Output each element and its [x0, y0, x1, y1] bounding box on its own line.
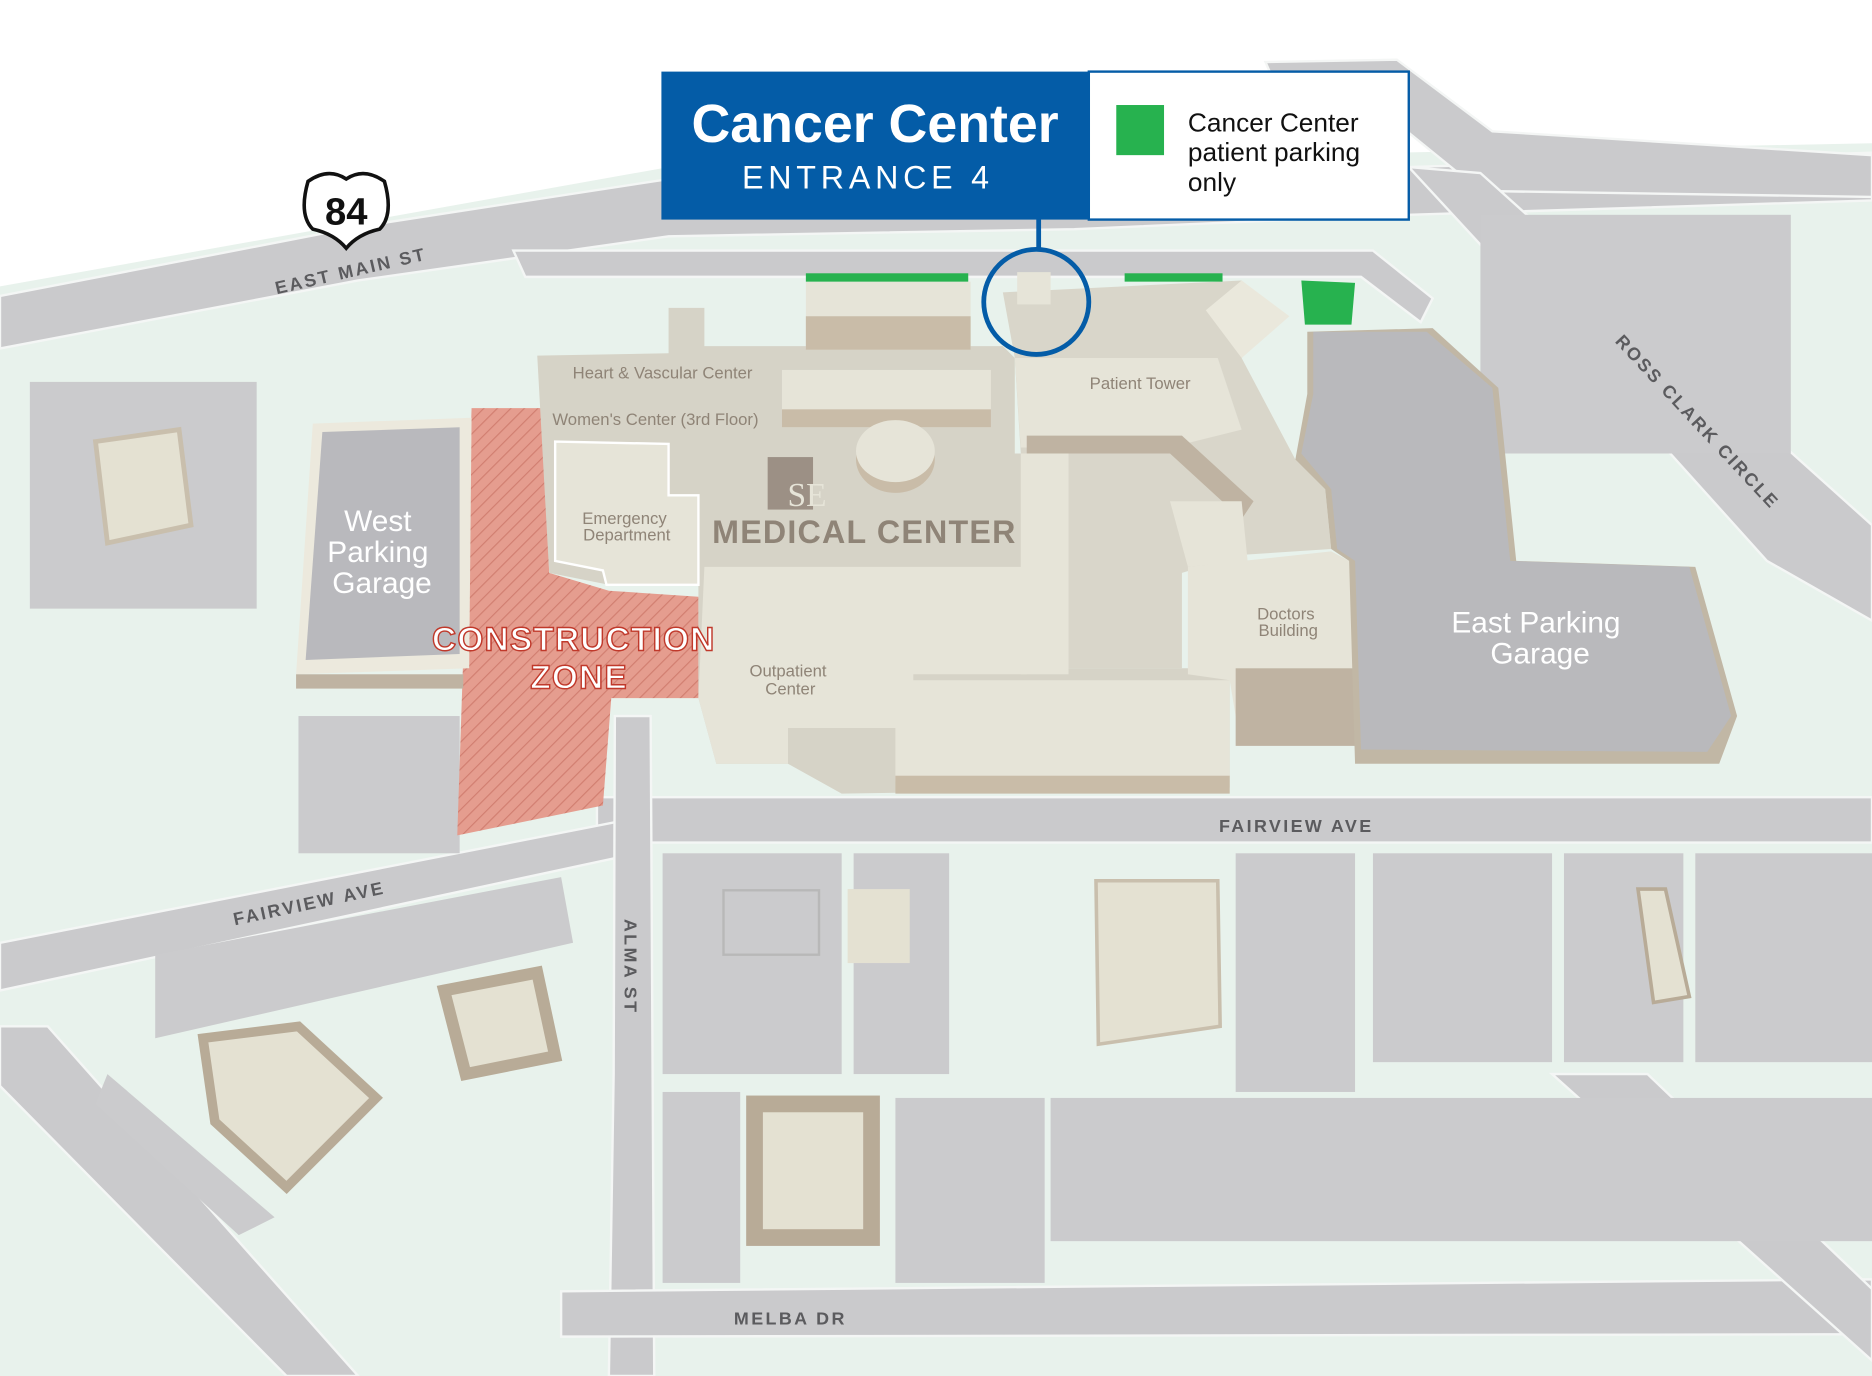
- label-emergency: Emergency Department: [582, 509, 671, 545]
- building: [722, 889, 821, 956]
- label-line: Garage: [1490, 638, 1590, 671]
- highway-shield-icon: 84: [302, 171, 391, 252]
- building: [1635, 887, 1692, 1005]
- label-line: Department: [583, 526, 671, 545]
- lot: [1695, 853, 1872, 1063]
- lot: [662, 853, 842, 1075]
- label-west-garage: West Parking Garage: [327, 505, 436, 600]
- label-east-garage: East Parking Garage: [1451, 607, 1628, 671]
- legend-text: Cancer Center patient parking only: [1188, 107, 1368, 197]
- medical-center-complex: [537, 272, 1356, 794]
- road-inner-loop: [511, 249, 1435, 325]
- legend-swatch: [1116, 105, 1165, 156]
- cancer-parking-spot: [1124, 273, 1223, 282]
- label-line: Garage: [332, 567, 432, 600]
- building: [436, 965, 563, 1082]
- label-medical-center: MEDICAL CENTER: [712, 514, 1016, 550]
- west-parking-garage: [296, 417, 472, 689]
- legend-line: Cancer Center: [1188, 107, 1359, 137]
- legend-line: only: [1188, 167, 1237, 197]
- label-line: Doctors: [1257, 604, 1315, 623]
- road-melba: [559, 1278, 1872, 1338]
- label-line: ZONE: [530, 660, 628, 697]
- road-alma: [607, 714, 656, 1376]
- lot: [95, 1074, 275, 1236]
- label-line: Center: [765, 680, 816, 699]
- lot: [1050, 1097, 1872, 1242]
- cancer-parking-spot: [1301, 280, 1356, 325]
- street-fairview-right: FAIRVIEW AVE: [1219, 816, 1374, 836]
- label-line: Parking: [327, 536, 428, 569]
- street-melba: MELBA DR: [734, 1309, 847, 1329]
- street-alma: ALMA ST: [620, 919, 640, 1015]
- label-construction-zone: CONSTRUCTION ZONE: [432, 621, 726, 696]
- label-outpatient: Outpatient Center: [749, 662, 831, 699]
- building: [92, 426, 194, 546]
- lot: [853, 853, 950, 1075]
- lot: [155, 877, 574, 1039]
- lot: [895, 1097, 1045, 1283]
- building: [1094, 878, 1222, 1047]
- cancer-parking-spot: [805, 273, 969, 282]
- label-womens-center: Women's Center (3rd Floor): [552, 410, 758, 429]
- east-parking-garage: [1295, 328, 1738, 764]
- label-line: Outpatient: [749, 662, 826, 681]
- label-doctors-building: Doctors Building: [1257, 604, 1319, 640]
- callout-subtitle: ENTRANCE 4: [742, 160, 994, 196]
- building: [746, 1095, 880, 1246]
- construction-zone: [457, 408, 699, 836]
- label-heart-vascular: Heart & Vascular Center: [573, 363, 753, 382]
- label-line: Building: [1258, 621, 1317, 640]
- legend-line: patient parking: [1188, 137, 1360, 167]
- lot: [1480, 214, 1791, 454]
- building: [847, 889, 910, 964]
- entrance-4-marker[interactable]: [981, 247, 1092, 357]
- label-line: East Parking: [1451, 607, 1620, 640]
- roads: [0, 58, 1872, 1376]
- lot: [1235, 853, 1356, 1092]
- callout-title: Cancer Center: [692, 94, 1059, 154]
- lot: [662, 1091, 741, 1283]
- logo-se: SE: [788, 477, 827, 514]
- label-line: Emergency: [582, 509, 667, 528]
- label-patient-tower: Patient Tower: [1090, 374, 1191, 393]
- entrance-callout: Cancer Center ENTRANCE 4 Cancer Center p…: [661, 70, 1410, 221]
- label-line: West: [344, 505, 412, 538]
- building: [197, 1021, 383, 1195]
- highway-number: 84: [325, 190, 368, 233]
- callout-title-panel: [661, 71, 1089, 220]
- lot: [1372, 853, 1553, 1063]
- road-diagonal-left: [0, 1025, 360, 1376]
- label-line: CONSTRUCTION: [432, 621, 715, 658]
- lot: [298, 716, 460, 854]
